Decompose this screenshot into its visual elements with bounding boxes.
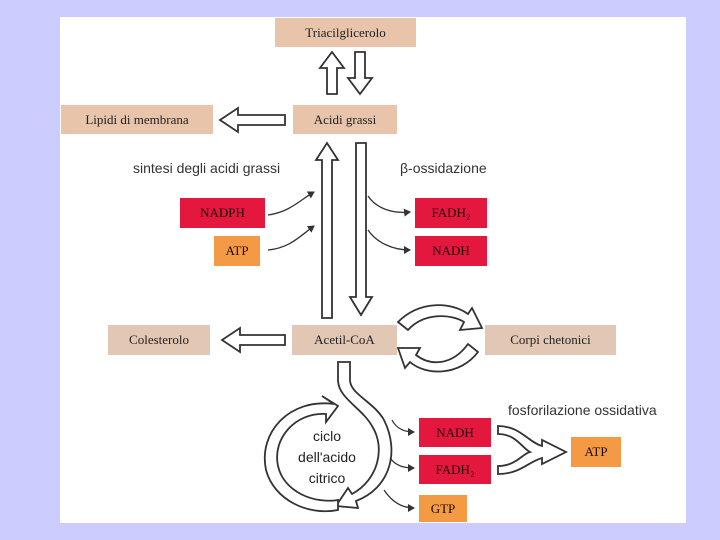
box-nadph: NADPH bbox=[180, 198, 265, 228]
box-fadh2-top: FADH₂ bbox=[415, 198, 487, 228]
curve-gtp bbox=[383, 489, 415, 512]
curve-fadh2-out bbox=[367, 195, 411, 217]
arrow-to-corpi-chetonici bbox=[396, 304, 484, 332]
curve-nadh-out bbox=[367, 229, 411, 254]
cycle-line-3: citrico bbox=[308, 470, 346, 486]
box-acidi-grassi: Acidi grassi bbox=[293, 105, 397, 134]
cycle-line-2: dell'acido bbox=[298, 449, 356, 465]
box-atp-left: ATP bbox=[214, 236, 260, 266]
curve-nadh-bottom bbox=[391, 419, 415, 436]
box-acetil-coa: Acetil-CoA bbox=[292, 325, 397, 355]
box-gtp: GTP bbox=[419, 495, 467, 522]
box-corpi-chetonici: Corpi chetonici bbox=[485, 325, 616, 355]
arrow-down-from-triacil bbox=[346, 51, 374, 96]
curve-fadh2-bottom bbox=[389, 457, 415, 472]
arrow-left-to-lipidi bbox=[218, 106, 286, 134]
label-fosforilazione-ossidativa: fosforilazione ossidativa bbox=[508, 402, 657, 418]
label-sintesi-acidi-grassi: sintesi degli acidi grassi bbox=[133, 160, 281, 176]
box-fadh2-bottom: FADH₂ bbox=[419, 455, 491, 484]
arrow-into-cycle bbox=[334, 361, 393, 510]
arrow-beta-ox-down bbox=[348, 142, 374, 317]
curve-atp-in bbox=[267, 225, 315, 251]
label-ciclo-acido-citrico: ciclo dell'acido citrico bbox=[283, 426, 371, 489]
arrow-from-corpi-chetonici bbox=[396, 342, 480, 373]
curve-nadph-in bbox=[267, 191, 315, 216]
box-colesterolo: Colesterolo bbox=[108, 325, 210, 355]
arrow-left-to-colesterolo bbox=[220, 326, 286, 354]
box-atp-right: ATP bbox=[571, 437, 621, 467]
box-nadh-bottom: NADH bbox=[419, 418, 491, 447]
box-triacilgliceroli: Triacilglicerolo bbox=[275, 18, 416, 47]
label-beta-ossidazione: β-ossidazione bbox=[400, 160, 487, 176]
box-lipidi-di-membrana: Lipidi di membrana bbox=[61, 105, 213, 134]
box-nadh-top: NADH bbox=[415, 236, 487, 266]
cycle-line-1: ciclo bbox=[312, 428, 341, 444]
arrow-up-to-triacil bbox=[318, 50, 346, 95]
citric-acid-cycle-ring bbox=[263, 395, 340, 513]
arrow-synthesis-up bbox=[314, 141, 340, 319]
arrow-oxphos-fork bbox=[497, 425, 569, 475]
